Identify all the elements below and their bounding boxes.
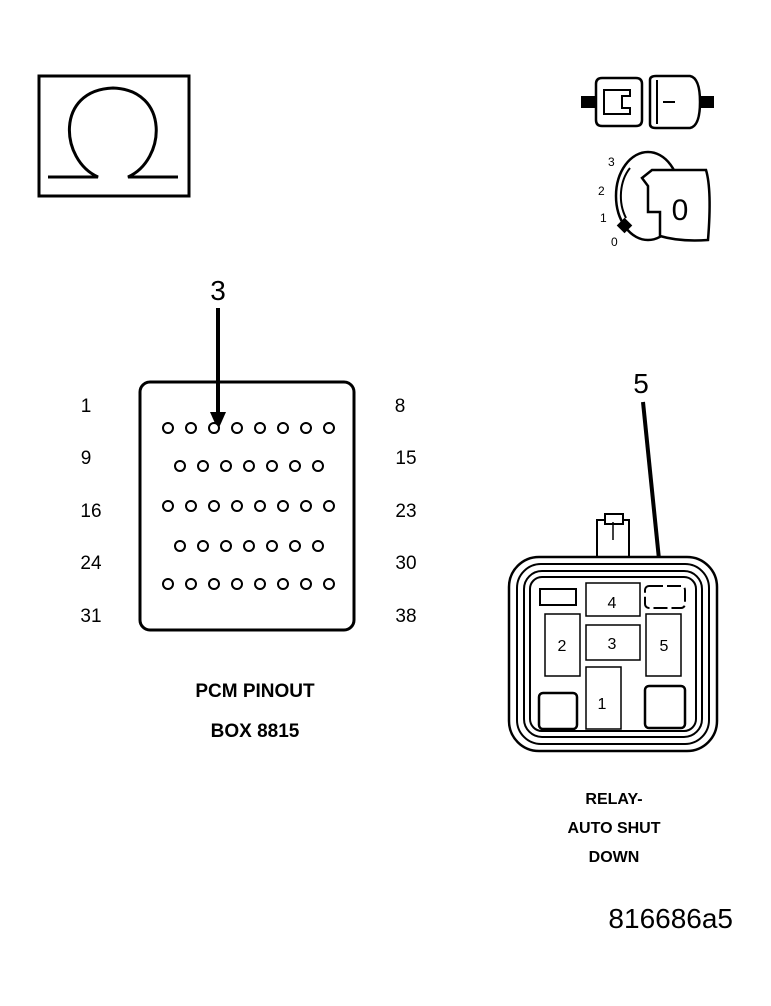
ignition-position-3: 3 xyxy=(608,155,615,169)
pcm-left-label-24: 24 xyxy=(80,553,102,574)
pcm-pin-2 xyxy=(185,422,197,434)
pcm-pin-22 xyxy=(300,500,312,512)
pcm-pin-25 xyxy=(197,540,209,552)
pcm-pin-33 xyxy=(208,578,220,590)
pcm-pin-30 xyxy=(312,540,324,552)
relay-terminal-label-5: 5 xyxy=(660,638,669,655)
pcm-callout-number: 3 xyxy=(210,275,226,306)
pcm-pin-35 xyxy=(254,578,266,590)
pcm-pin-26 xyxy=(220,540,232,552)
pcm-right-label-38: 38 xyxy=(395,606,416,627)
pcm-pin-5 xyxy=(254,422,266,434)
pcm-pin-1 xyxy=(162,422,174,434)
relay-terminal-label-4: 4 xyxy=(608,595,617,612)
pcm-right-label-15: 15 xyxy=(395,448,416,469)
relay-terminal-5 xyxy=(645,613,682,677)
relay-caption-line1: RELAY- xyxy=(585,791,642,808)
pcm-pin-12 xyxy=(243,460,255,472)
relay-terminal-2 xyxy=(544,613,581,677)
pcm-pin-38 xyxy=(323,578,335,590)
pcm-pin-3 xyxy=(208,422,220,434)
pcm-pin-7 xyxy=(300,422,312,434)
pcm-right-label-30: 30 xyxy=(395,553,416,574)
pcm-pin-32 xyxy=(185,578,197,590)
connector-plug-icon xyxy=(581,74,714,130)
pcm-left-label-9: 9 xyxy=(81,448,92,469)
pcm-pin-4 xyxy=(231,422,243,434)
relay-terminal-4 xyxy=(585,582,641,617)
pcm-pin-34 xyxy=(231,578,243,590)
relay-terminal-1 xyxy=(585,666,622,730)
ignition-position-0: 0 xyxy=(611,235,618,249)
relay-caption-line2: AUTO SHUT xyxy=(567,820,660,837)
pcm-pin-11 xyxy=(220,460,232,472)
pcm-pin-8 xyxy=(323,422,335,434)
pcm-pin-18 xyxy=(208,500,220,512)
relay-terminal-label-1: 1 xyxy=(598,696,607,713)
pcm-caption-line2: BOX 8815 xyxy=(211,721,300,742)
pcm-left-label-16: 16 xyxy=(80,501,101,522)
pcm-pin-20 xyxy=(254,500,266,512)
pcm-pin-14 xyxy=(289,460,301,472)
relay-callout-number: 5 xyxy=(633,368,649,399)
pcm-right-label-23: 23 xyxy=(395,501,416,522)
key-position-label: 0 xyxy=(672,194,689,227)
pcm-left-label-1: 1 xyxy=(81,396,92,417)
pcm-pin-31 xyxy=(162,578,174,590)
pcm-pinout: 3 1 9 16 24 31 8 15 23 30 38 PCM PINOUT … xyxy=(80,275,416,742)
pcm-pin-23 xyxy=(323,500,335,512)
pcm-caption-line1: PCM PINOUT xyxy=(195,681,315,702)
pcm-pin-27 xyxy=(243,540,255,552)
ignition-position-1: 1 xyxy=(600,211,607,225)
relay-terminal-label-2: 2 xyxy=(558,638,567,655)
pcm-pin-6 xyxy=(277,422,289,434)
pcm-pin-36 xyxy=(277,578,289,590)
relay-terminal-label-3: 3 xyxy=(608,636,617,653)
pcm-pin-21 xyxy=(277,500,289,512)
pcm-pin-17 xyxy=(185,500,197,512)
pcm-pin-9 xyxy=(174,460,186,472)
pcm-pin-15 xyxy=(312,460,324,472)
pcm-pin-28 xyxy=(266,540,278,552)
pcm-pin-13 xyxy=(266,460,278,472)
relay-caption-line3: DOWN xyxy=(589,849,640,866)
pcm-right-label-8: 8 xyxy=(395,396,406,417)
pcm-pin-37 xyxy=(300,578,312,590)
relay-terminal-3 xyxy=(585,624,641,661)
pcm-pin-19 xyxy=(231,500,243,512)
relay-connector: 5 4 2 3 5 1 RELAY- AUTO SHUT DOWN xyxy=(507,368,719,866)
figure-id: 816686a5 xyxy=(608,903,733,934)
pcm-pin-29 xyxy=(289,540,301,552)
pcm-pin-10 xyxy=(197,460,209,472)
ignition-position-2: 2 xyxy=(598,184,605,198)
pcm-pin-24 xyxy=(174,540,186,552)
pcm-left-label-31: 31 xyxy=(80,606,101,627)
ignition-key-icon: 0 3 2 1 0 xyxy=(598,150,711,249)
pcm-connector-body xyxy=(138,380,356,632)
pcm-pin-grid xyxy=(162,422,335,590)
pcm-pin-16 xyxy=(162,500,174,512)
ohm-symbol-icon xyxy=(37,74,191,198)
